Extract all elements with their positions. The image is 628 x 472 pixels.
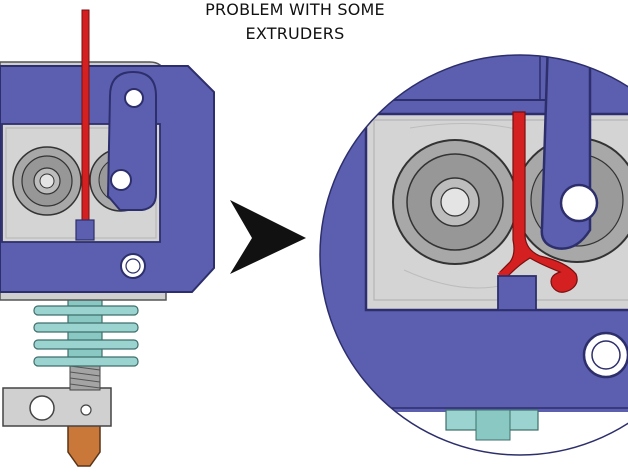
- zoomed-detail-icon: [320, 55, 628, 455]
- filament-strand: [81, 9, 90, 225]
- drive-gear-icon: [12, 146, 82, 216]
- heater-block: [2, 387, 112, 427]
- title-line-2: EXTRUDERS: [245, 24, 345, 43]
- nozzle-icon: [67, 421, 101, 467]
- zoom-filament-guide: [497, 275, 537, 311]
- zoom-idler-axle: [559, 183, 599, 223]
- arrowhead-right-icon: [230, 200, 306, 274]
- zoom-circle-outline: [319, 54, 628, 456]
- idler-pivot-hole: [124, 88, 144, 108]
- zoom-filament-strand: [499, 111, 578, 293]
- heater-hole-large: [29, 395, 55, 421]
- zoom-drive-gear: [392, 139, 518, 265]
- filament-guide: [75, 219, 95, 241]
- idler-axle: [110, 169, 132, 191]
- heatsink-fins: [33, 305, 139, 367]
- extruder-overview-icon: [0, 9, 215, 467]
- heater-hole-small: [80, 404, 92, 416]
- title-line-1: PROBLEM WITH SOME: [205, 0, 385, 19]
